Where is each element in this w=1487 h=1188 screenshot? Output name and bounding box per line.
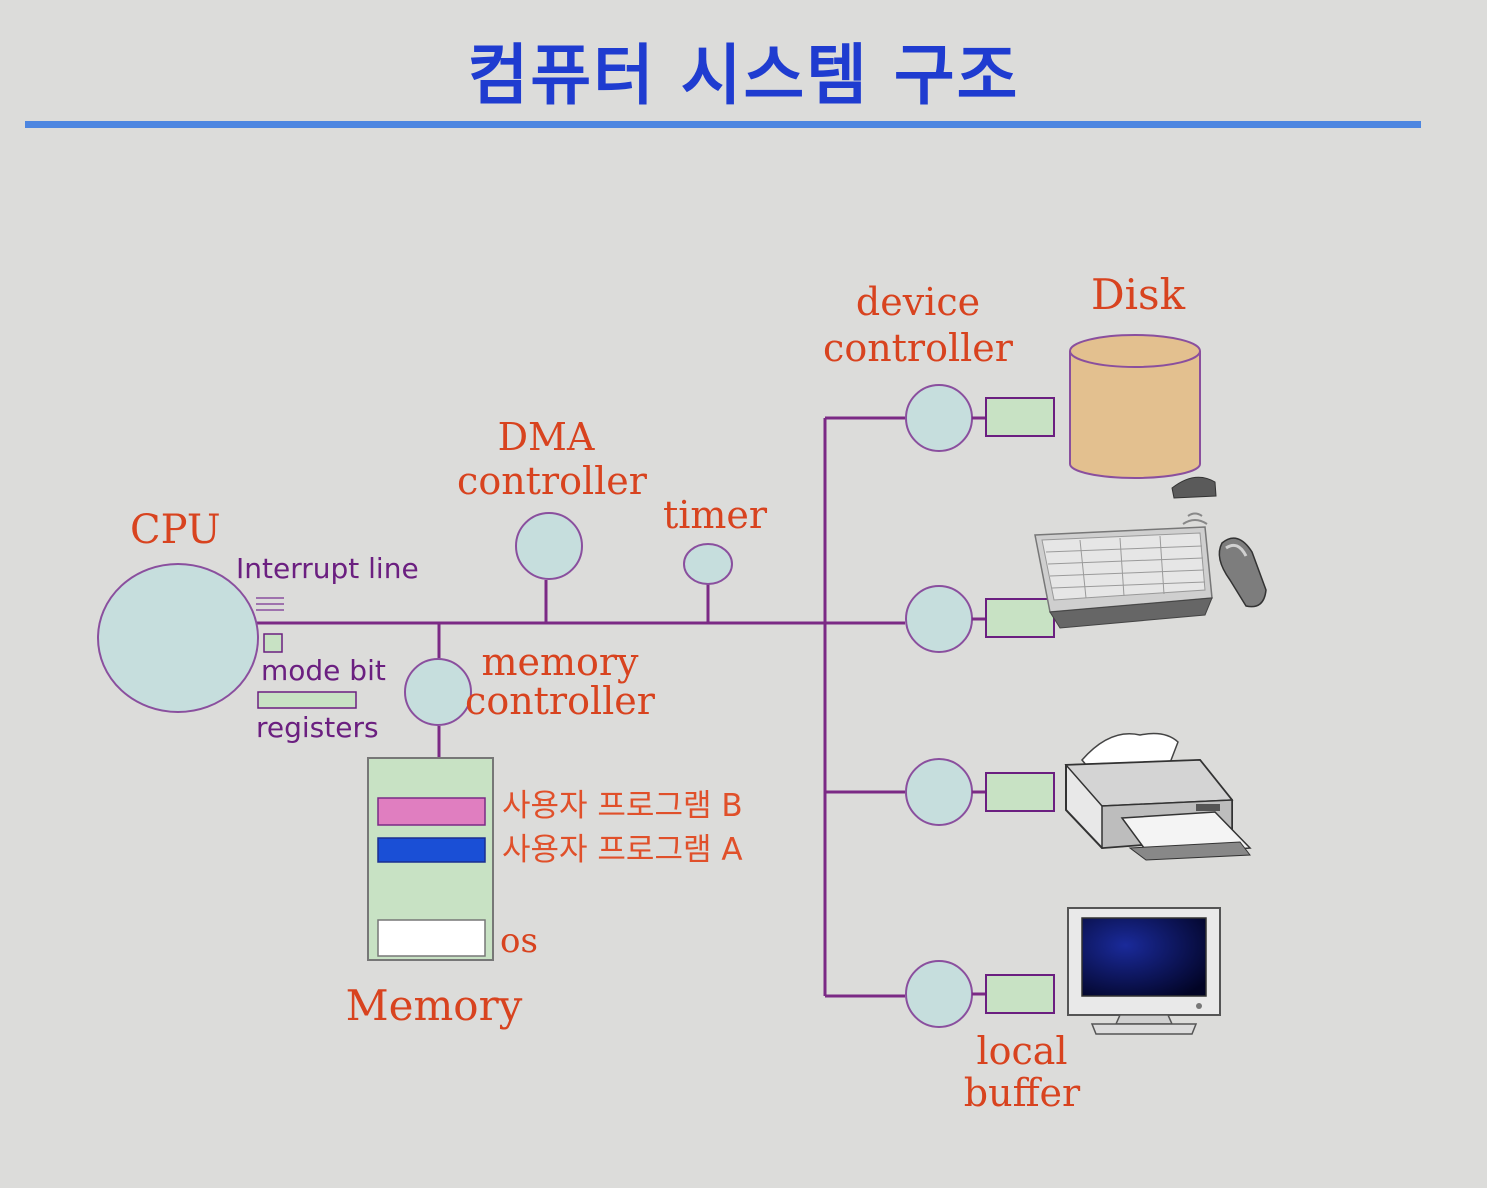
memctl-label-line2: controller [465, 679, 656, 723]
mode-bit-label: mode bit [261, 654, 386, 687]
local-buffer-label-line1: local [976, 1029, 1067, 1073]
cpu-label: CPU [130, 507, 221, 553]
memory-label: Memory [346, 981, 523, 1030]
user-program-b-label: 사용자 프로그램 B [502, 788, 743, 824]
interrupt-line-marks [256, 597, 284, 611]
user-program-a-block [377, 837, 486, 863]
device-controller-monitor [905, 960, 1055, 1028]
os-block [377, 919, 486, 957]
dma-label-line1: DMA [498, 415, 595, 459]
system-bus [255, 416, 905, 998]
device-controller-label-line2: controller [823, 326, 1014, 370]
mode-bit-box [263, 633, 283, 653]
page-title: 컴퓨터 시스템 구조 [467, 37, 1020, 114]
monitor-icon [1067, 907, 1221, 1035]
title-underline [25, 121, 1421, 128]
local-buffer-label-line2: buffer [964, 1071, 1081, 1115]
registers-box [257, 691, 357, 709]
user-program-b-block [377, 797, 486, 826]
keyboard-icon [1034, 476, 1217, 629]
interrupt-line-label: Interrupt line [236, 552, 419, 585]
os-label: os [500, 921, 538, 961]
device-controller-keyboard [905, 585, 1055, 653]
timer-label: timer [663, 493, 768, 537]
memctl-label-line1: memory [481, 640, 639, 684]
disk-label: Disk [1091, 270, 1186, 319]
dma-label-line2: controller [457, 459, 648, 503]
cpu-node [97, 563, 259, 713]
timer-node [683, 543, 733, 585]
mouse-icon [1218, 537, 1267, 608]
dma-controller-node [515, 512, 583, 580]
memory-block [367, 757, 494, 961]
device-controller-label-line1: device [856, 280, 980, 324]
memory-controller-node [404, 658, 472, 726]
device-controller-printer [905, 758, 1055, 826]
registers-label: registers [256, 711, 379, 744]
user-program-a-label: 사용자 프로그램 A [502, 832, 743, 868]
printer-icon [1064, 732, 1252, 861]
disk-icon [1069, 334, 1201, 479]
device-controller-disk [905, 384, 1055, 452]
